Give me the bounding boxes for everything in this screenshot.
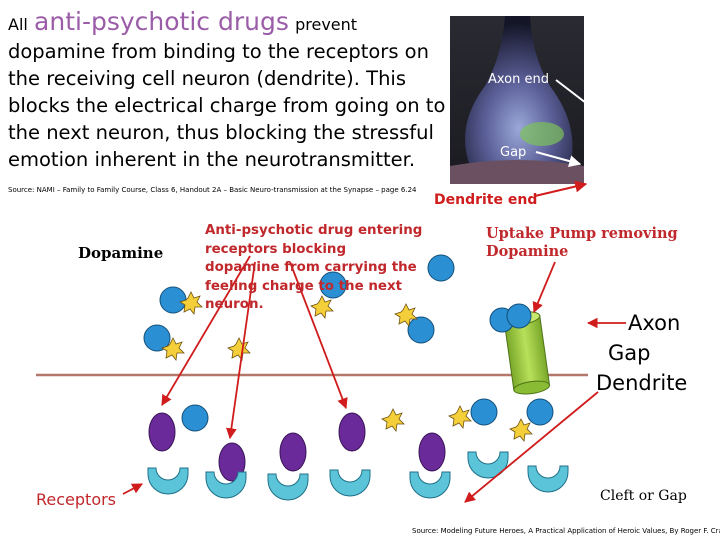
receptors-label: Receptors <box>36 490 117 509</box>
photo-label-axon-end: Axon end <box>488 72 550 87</box>
receptor <box>409 471 451 499</box>
receptor <box>467 451 509 479</box>
receptor <box>267 473 309 501</box>
neuron-photo <box>450 16 584 184</box>
drug-molecule <box>279 432 307 472</box>
uptake-pump-note: Uptake Pump removing Dopamine <box>486 225 678 260</box>
spark <box>381 408 405 432</box>
dopamine-molecules <box>143 254 554 432</box>
source-bottom: Source: Modeling Future Heroes, A Practi… <box>412 527 720 535</box>
zone-label-gap: Gap <box>608 341 651 365</box>
dopamine-molecule <box>159 286 187 314</box>
arrow-note-2 <box>226 261 256 440</box>
red-arrows <box>122 255 626 503</box>
cleft-label: Cleft or Gap <box>600 488 687 504</box>
receptors <box>147 451 569 501</box>
zone-label-axon: Axon <box>628 311 681 335</box>
photo-label-gap: Gap <box>500 145 527 160</box>
arrow-gap <box>535 151 582 167</box>
drug-molecule <box>148 412 176 452</box>
spark <box>161 337 185 361</box>
receptor <box>205 471 247 499</box>
spark <box>310 295 334 319</box>
arrow-dendrite-end <box>534 180 588 197</box>
intro-after: prevent <box>295 15 358 34</box>
receptor <box>329 469 371 497</box>
dopamine-molecule <box>506 303 532 329</box>
arrow-receptors <box>122 483 143 495</box>
receptor <box>527 465 569 493</box>
dopamine-molecule <box>143 324 171 352</box>
spark <box>509 418 533 442</box>
dopamine-molecule <box>407 316 435 344</box>
intro-paragraph: All anti-psychotic drugs prevent dopamin… <box>8 8 448 173</box>
receptor <box>147 467 189 495</box>
arrow-note-3 <box>289 261 348 410</box>
spark <box>394 303 418 327</box>
spark <box>448 405 472 429</box>
spark <box>227 337 251 361</box>
photo-label-dendrite-end: Dendrite end <box>434 192 538 208</box>
arrow-cleft <box>464 391 599 503</box>
intro-rest: dopamine from binding to the receptors o… <box>8 40 446 171</box>
dopamine-molecule <box>319 271 347 299</box>
drug-molecule <box>418 432 446 472</box>
dopamine-label: Dopamine <box>78 244 164 262</box>
intro-lead: All <box>8 15 28 34</box>
antipsychotic-note: Anti-psychotic drug entering receptors b… <box>205 223 423 312</box>
spark <box>179 291 203 315</box>
drug-sparks <box>161 291 533 442</box>
zone-label-dendrite: Dendrite <box>596 371 688 395</box>
dopamine-molecule <box>181 404 209 432</box>
dopamine-molecule <box>526 398 554 426</box>
dopamine-molecule <box>427 254 455 282</box>
arrow-axon-end <box>555 79 617 127</box>
drug-molecules <box>148 412 446 482</box>
source-top: Source: NAMI – Family to Family Course, … <box>8 186 417 194</box>
dopamine-molecule <box>470 398 498 426</box>
arrow-uptake <box>532 261 556 313</box>
intro-highlight: anti-psychotic drugs <box>34 7 289 36</box>
arrow-note-1 <box>161 255 251 406</box>
drug-molecule <box>338 412 366 452</box>
